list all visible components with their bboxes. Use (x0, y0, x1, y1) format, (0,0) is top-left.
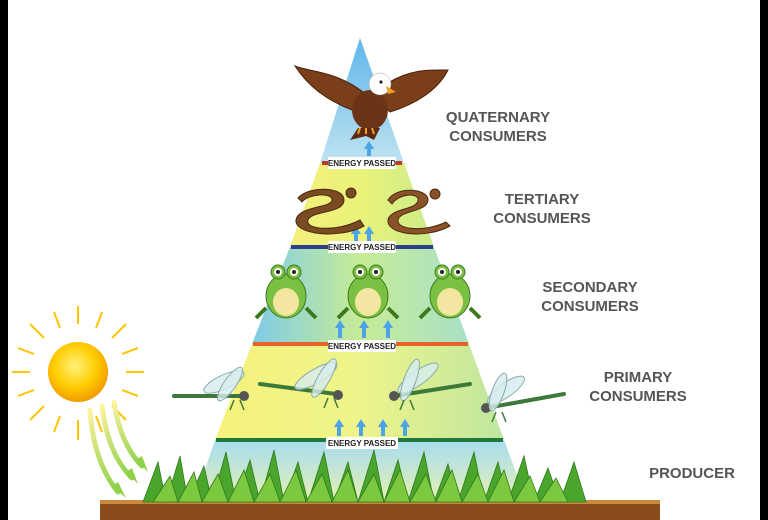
energy-label: ENERGY PASSED (328, 439, 396, 448)
label-line2: CONSUMERS (589, 388, 687, 405)
tier-tertiary (290, 163, 434, 247)
label-primary: PRIMARY CONSUMERS (568, 368, 708, 406)
up-arrow-icon (351, 226, 361, 241)
sunlight-arrowheads (112, 456, 148, 498)
up-arrow-icon (359, 320, 369, 338)
up-arrow-icon (364, 141, 374, 156)
dragonfly-icon (481, 372, 566, 423)
up-arrow-icon (383, 320, 393, 338)
energy-label: ENERGY PASSED (328, 243, 396, 252)
up-arrow-icon (335, 320, 345, 338)
energy-badge-1: ENERGY PASSED (328, 157, 396, 169)
up-arrow-icon (364, 226, 374, 241)
energy-badge-4: ENERGY PASSED (326, 437, 398, 449)
label-quaternary: QUATERNARY CONSUMERS (428, 108, 568, 146)
sun-icon (12, 306, 144, 440)
label-secondary: SECONDARY CONSUMERS (520, 278, 660, 316)
frog-icon (254, 264, 318, 320)
frog-icon (418, 264, 482, 320)
up-arrow-icon (334, 419, 344, 436)
label-producer: PRODUCER (622, 464, 760, 483)
dragonfly-icon (389, 358, 472, 411)
label-line1: PRODUCER (649, 465, 735, 482)
snake-icon (295, 187, 365, 235)
energy-label: ENERGY PASSED (328, 342, 396, 351)
soil-base (100, 502, 660, 520)
label-line1: QUATERNARY (445, 109, 551, 126)
dragonfly-icon (258, 358, 343, 409)
grass-icon (142, 449, 587, 504)
label-line2: CONSUMERS (541, 298, 639, 315)
eagle-icon (293, 64, 449, 140)
energy-label: ENERGY PASSED (328, 159, 396, 168)
energy-badge-3: ENERGY PASSED (328, 340, 396, 352)
up-arrow-icon (378, 419, 388, 436)
pyramid-graphic: ENERGY PASSED ENERGY PASSED ENERGY PASSE… (12, 38, 660, 520)
label-line2: CONSUMERS (493, 210, 591, 227)
up-arrow-icon (356, 419, 366, 436)
label-line1: SECONDARY (542, 279, 638, 296)
label-line2: CONSUMERS (449, 128, 547, 145)
label-line1: PRIMARY (603, 369, 673, 386)
snake-icon (387, 188, 451, 235)
frog-icon (336, 264, 400, 320)
label-tertiary: TERTIARY CONSUMERS (472, 190, 612, 228)
dragonfly-icon (172, 366, 249, 411)
energy-arrows (334, 141, 410, 436)
label-line1: TERTIARY (504, 191, 580, 208)
food-pyramid-diagram: ENERGY PASSED ENERGY PASSED ENERGY PASSE… (8, 0, 760, 520)
energy-badge-2: ENERGY PASSED (328, 241, 396, 253)
up-arrow-icon (400, 419, 410, 436)
